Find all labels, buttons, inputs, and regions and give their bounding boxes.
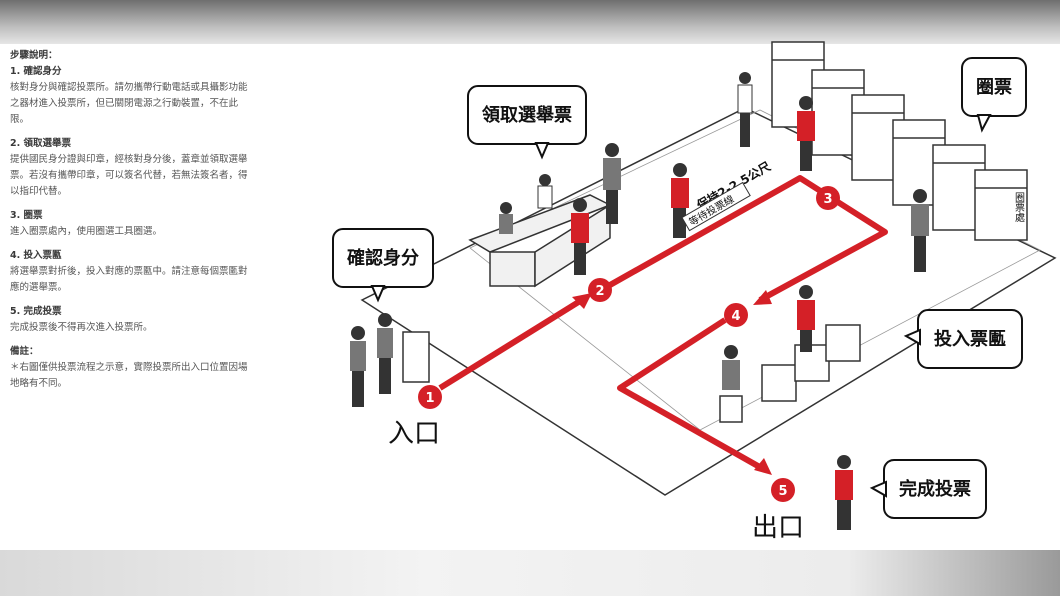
person-figure-red [797, 96, 815, 171]
flow-segment [608, 175, 888, 303]
person-figure [737, 72, 753, 147]
step-title: 3. 圈票 [10, 210, 43, 221]
step-1: 1. 確認身分 核對身分與確認投票所。請勿攜帶行動電話或具攝影功能之器材進入投票… [10, 64, 250, 128]
svg-text:投入票匭: 投入票匭 [934, 328, 1006, 350]
ballot-box [825, 324, 861, 362]
bubble-verify: 確認身分 [332, 228, 434, 303]
person-figure-red [797, 285, 815, 352]
step-2: 2. 領取選舉票 提供國民身分證與印章，經核對身分後，蓋章並領取選舉票。若沒有攜… [10, 136, 250, 200]
ballot-box [761, 364, 797, 402]
flow-arrowheads [572, 290, 772, 475]
step-title: 4. 投入票匭 [10, 250, 62, 261]
bubble-receive: 領取選舉票 [467, 85, 587, 160]
svg-text:4: 4 [731, 309, 740, 324]
person-figure-red [835, 455, 853, 530]
steps-heading: 步驟說明： [10, 50, 58, 61]
flow-segment [438, 295, 587, 391]
svg-text:3: 3 [823, 192, 832, 207]
person-figure [722, 345, 740, 390]
step-marker-3: 3 [816, 186, 840, 210]
bubble-done: 完成投票 [869, 459, 987, 519]
booth-sign: 圈票處 [1013, 192, 1025, 223]
steps-panel: 步驟說明： 1. 確認身分 核對身分與確認投票所。請勿攜帶行動電話或具攝影功能之… [10, 48, 250, 392]
step-title: 1. 確認身分 [10, 66, 62, 77]
step-desc: 提供國民身分證與印章，經核對身分後，蓋章並領取選舉票。若沒有攜帶印章，可以簽名代… [10, 154, 248, 197]
person-figure [499, 202, 513, 234]
bubble-cast: 投入票匭 [903, 309, 1023, 369]
inner-floor-line [469, 109, 1041, 431]
flow-segment [617, 317, 767, 473]
step-5: 5. 完成投票 完成投票後不得再次進入投票所。 [10, 304, 250, 336]
person-figure-red [671, 163, 689, 238]
note-text: ＊右圖僅供投票流程之示意，實際投票所出入口位置因場地略有不同。 [10, 362, 248, 389]
step-desc: 核對身分與確認投票所。請勿攜帶行動電話或具攝影功能之器材進入投票所，但已關閉電源… [10, 82, 248, 125]
entrance-podium [402, 331, 430, 383]
svg-text:圈票: 圈票 [976, 77, 1012, 98]
step-title: 5. 完成投票 [10, 306, 62, 317]
people [350, 72, 929, 530]
step-desc: 將選舉票對折後，投入對應的票匭中。請注意每個票匭對應的選舉票。 [10, 266, 248, 293]
step-desc: 進入圈票處內，使用圈選工具圈選。 [10, 226, 163, 237]
person-figure [911, 189, 929, 272]
step-desc: 完成投票後不得再次進入投票所。 [10, 322, 153, 333]
exit-label: 出口 [752, 513, 804, 543]
step-marker-2: 2 [588, 278, 612, 302]
stool [719, 395, 743, 423]
svg-text:1: 1 [425, 391, 434, 406]
svg-text:領取選舉票: 領取選舉票 [482, 104, 572, 126]
step-3: 3. 圈票 進入圈票處內，使用圈選工具圈選。 [10, 208, 250, 240]
svg-text:5: 5 [778, 484, 787, 499]
person-figure [377, 313, 393, 394]
bottom-shadow-band [0, 550, 1060, 596]
svg-text:確認身分: 確認身分 [347, 247, 419, 269]
person-figure [603, 143, 621, 224]
step-title: 2. 領取選舉票 [10, 138, 72, 149]
person-figure [537, 174, 553, 209]
note-title: 備註： [10, 346, 39, 357]
booth [974, 169, 1028, 241]
step-marker-4: 4 [724, 303, 748, 327]
step-4: 4. 投入票匭 將選舉票對折後，投入對應的票匭中。請注意每個票匭對應的選舉票。 [10, 248, 250, 296]
entrance-label: 入口 [388, 419, 440, 449]
top-shadow-band [0, 0, 1060, 44]
person-figure-red [571, 198, 589, 275]
step-marker-1: 1 [418, 385, 442, 409]
svg-text:完成投票: 完成投票 [899, 478, 971, 500]
svg-text:2: 2 [595, 284, 604, 299]
step-marker-5: 5 [771, 478, 795, 502]
person-figure [350, 326, 366, 407]
bubble-mark: 圈票 [961, 57, 1027, 133]
flow-path [438, 175, 888, 473]
